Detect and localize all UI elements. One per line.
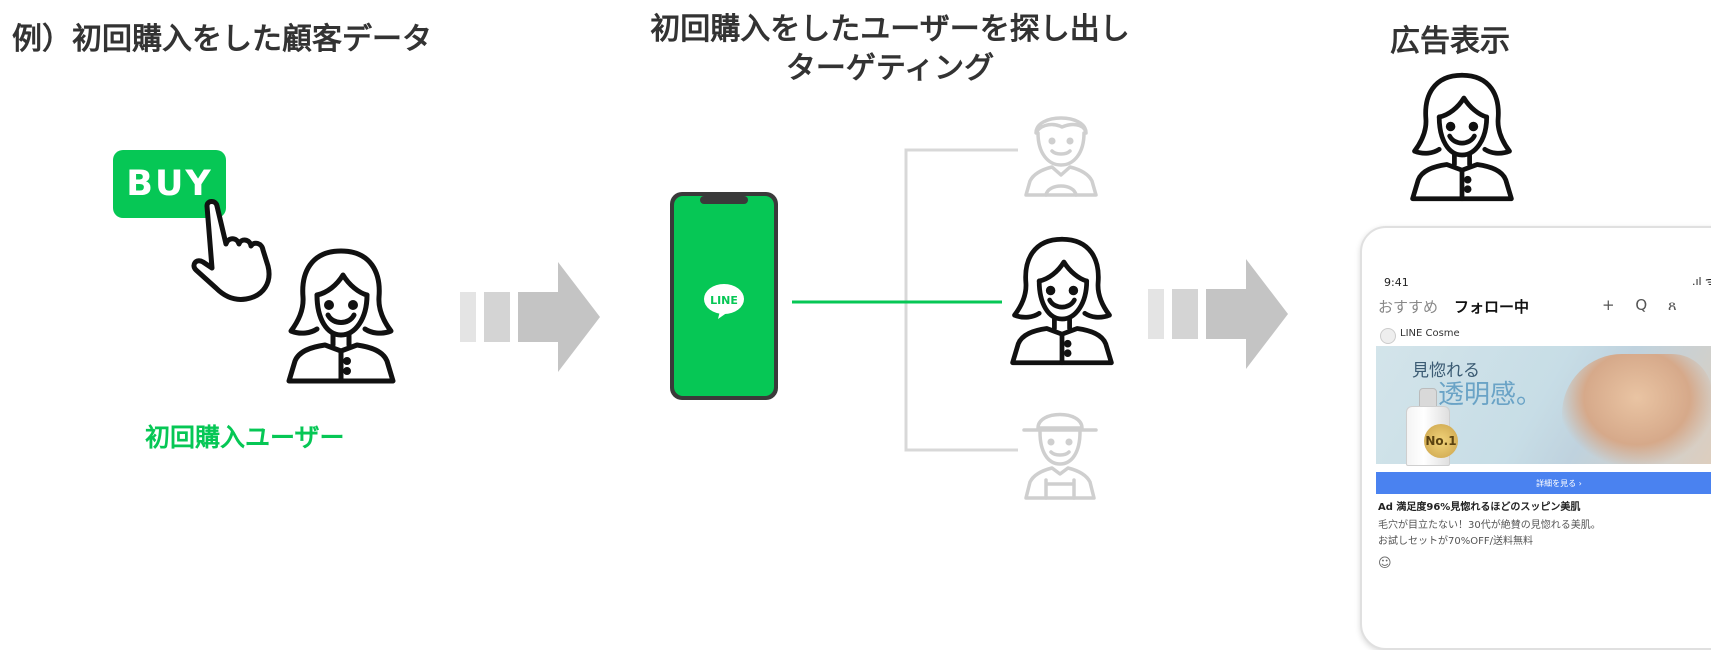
buy-button: BUY: [113, 150, 226, 218]
ad-body-line-2: お試しセットが70%OFF/送料無料: [1378, 536, 1533, 547]
medal-badge: No.1: [1424, 424, 1458, 458]
ad-image-text-2: 透明感。: [1438, 380, 1543, 410]
ad-body-line-1: 毛穴が目立たない！30代が絶賛の見惚れる美肌。: [1378, 520, 1601, 531]
arrow-right-icon: [460, 262, 600, 372]
toolbar-icons[interactable]: + Q ጸ: [1602, 296, 1685, 314]
status-time: 9:41: [1384, 276, 1409, 289]
ad-headline: Ad 満足度96%見惚れるほどのスッピン美肌: [1378, 502, 1581, 513]
woman-icon: [1010, 236, 1114, 366]
ad-model-image: [1562, 354, 1711, 464]
woman-icon: [1410, 72, 1514, 202]
pointing-hand-icon: [191, 199, 272, 302]
man-icon: [1024, 116, 1098, 197]
status-icons: .ıl ᯤ ▬: [1692, 275, 1711, 288]
title-ad-display: 広告表示: [1390, 24, 1510, 59]
tab-following[interactable]: フォロー中: [1454, 298, 1530, 316]
cta-button[interactable]: 詳細を見る ›: [1376, 472, 1711, 494]
worker-icon: [1022, 412, 1098, 500]
avatar: [1380, 328, 1396, 344]
title-customer-data: 例）初回購入をした顧客データ: [12, 22, 432, 57]
tab-recommended[interactable]: おすすめ: [1378, 298, 1439, 316]
title-targeting: 初回購入をしたユーザーを探し出し ターゲティング: [560, 10, 1220, 88]
arrow-right-icon: [1148, 259, 1288, 369]
title-targeting-line2: ターゲティング: [785, 51, 995, 86]
targeting-connector: [792, 148, 1018, 452]
title-targeting-line1: 初回購入をしたユーザーを探し出し: [650, 12, 1130, 47]
reaction-icon[interactable]: ☺: [1378, 556, 1392, 571]
first-purchase-user-label: 初回購入ユーザー: [145, 423, 345, 452]
ad-feed-phone: 9:41 .ıl ᯤ ▬ おすすめ フォロー中 + Q ጸ LINE Cosme…: [1360, 226, 1711, 650]
line-logo-text: LINE: [710, 294, 738, 307]
ad-image-text-1: 見惚れる: [1412, 361, 1480, 381]
line-logo-icon: LINE: [704, 284, 744, 319]
account-name[interactable]: LINE Cosme: [1400, 328, 1460, 339]
woman-icon: [286, 248, 396, 384]
